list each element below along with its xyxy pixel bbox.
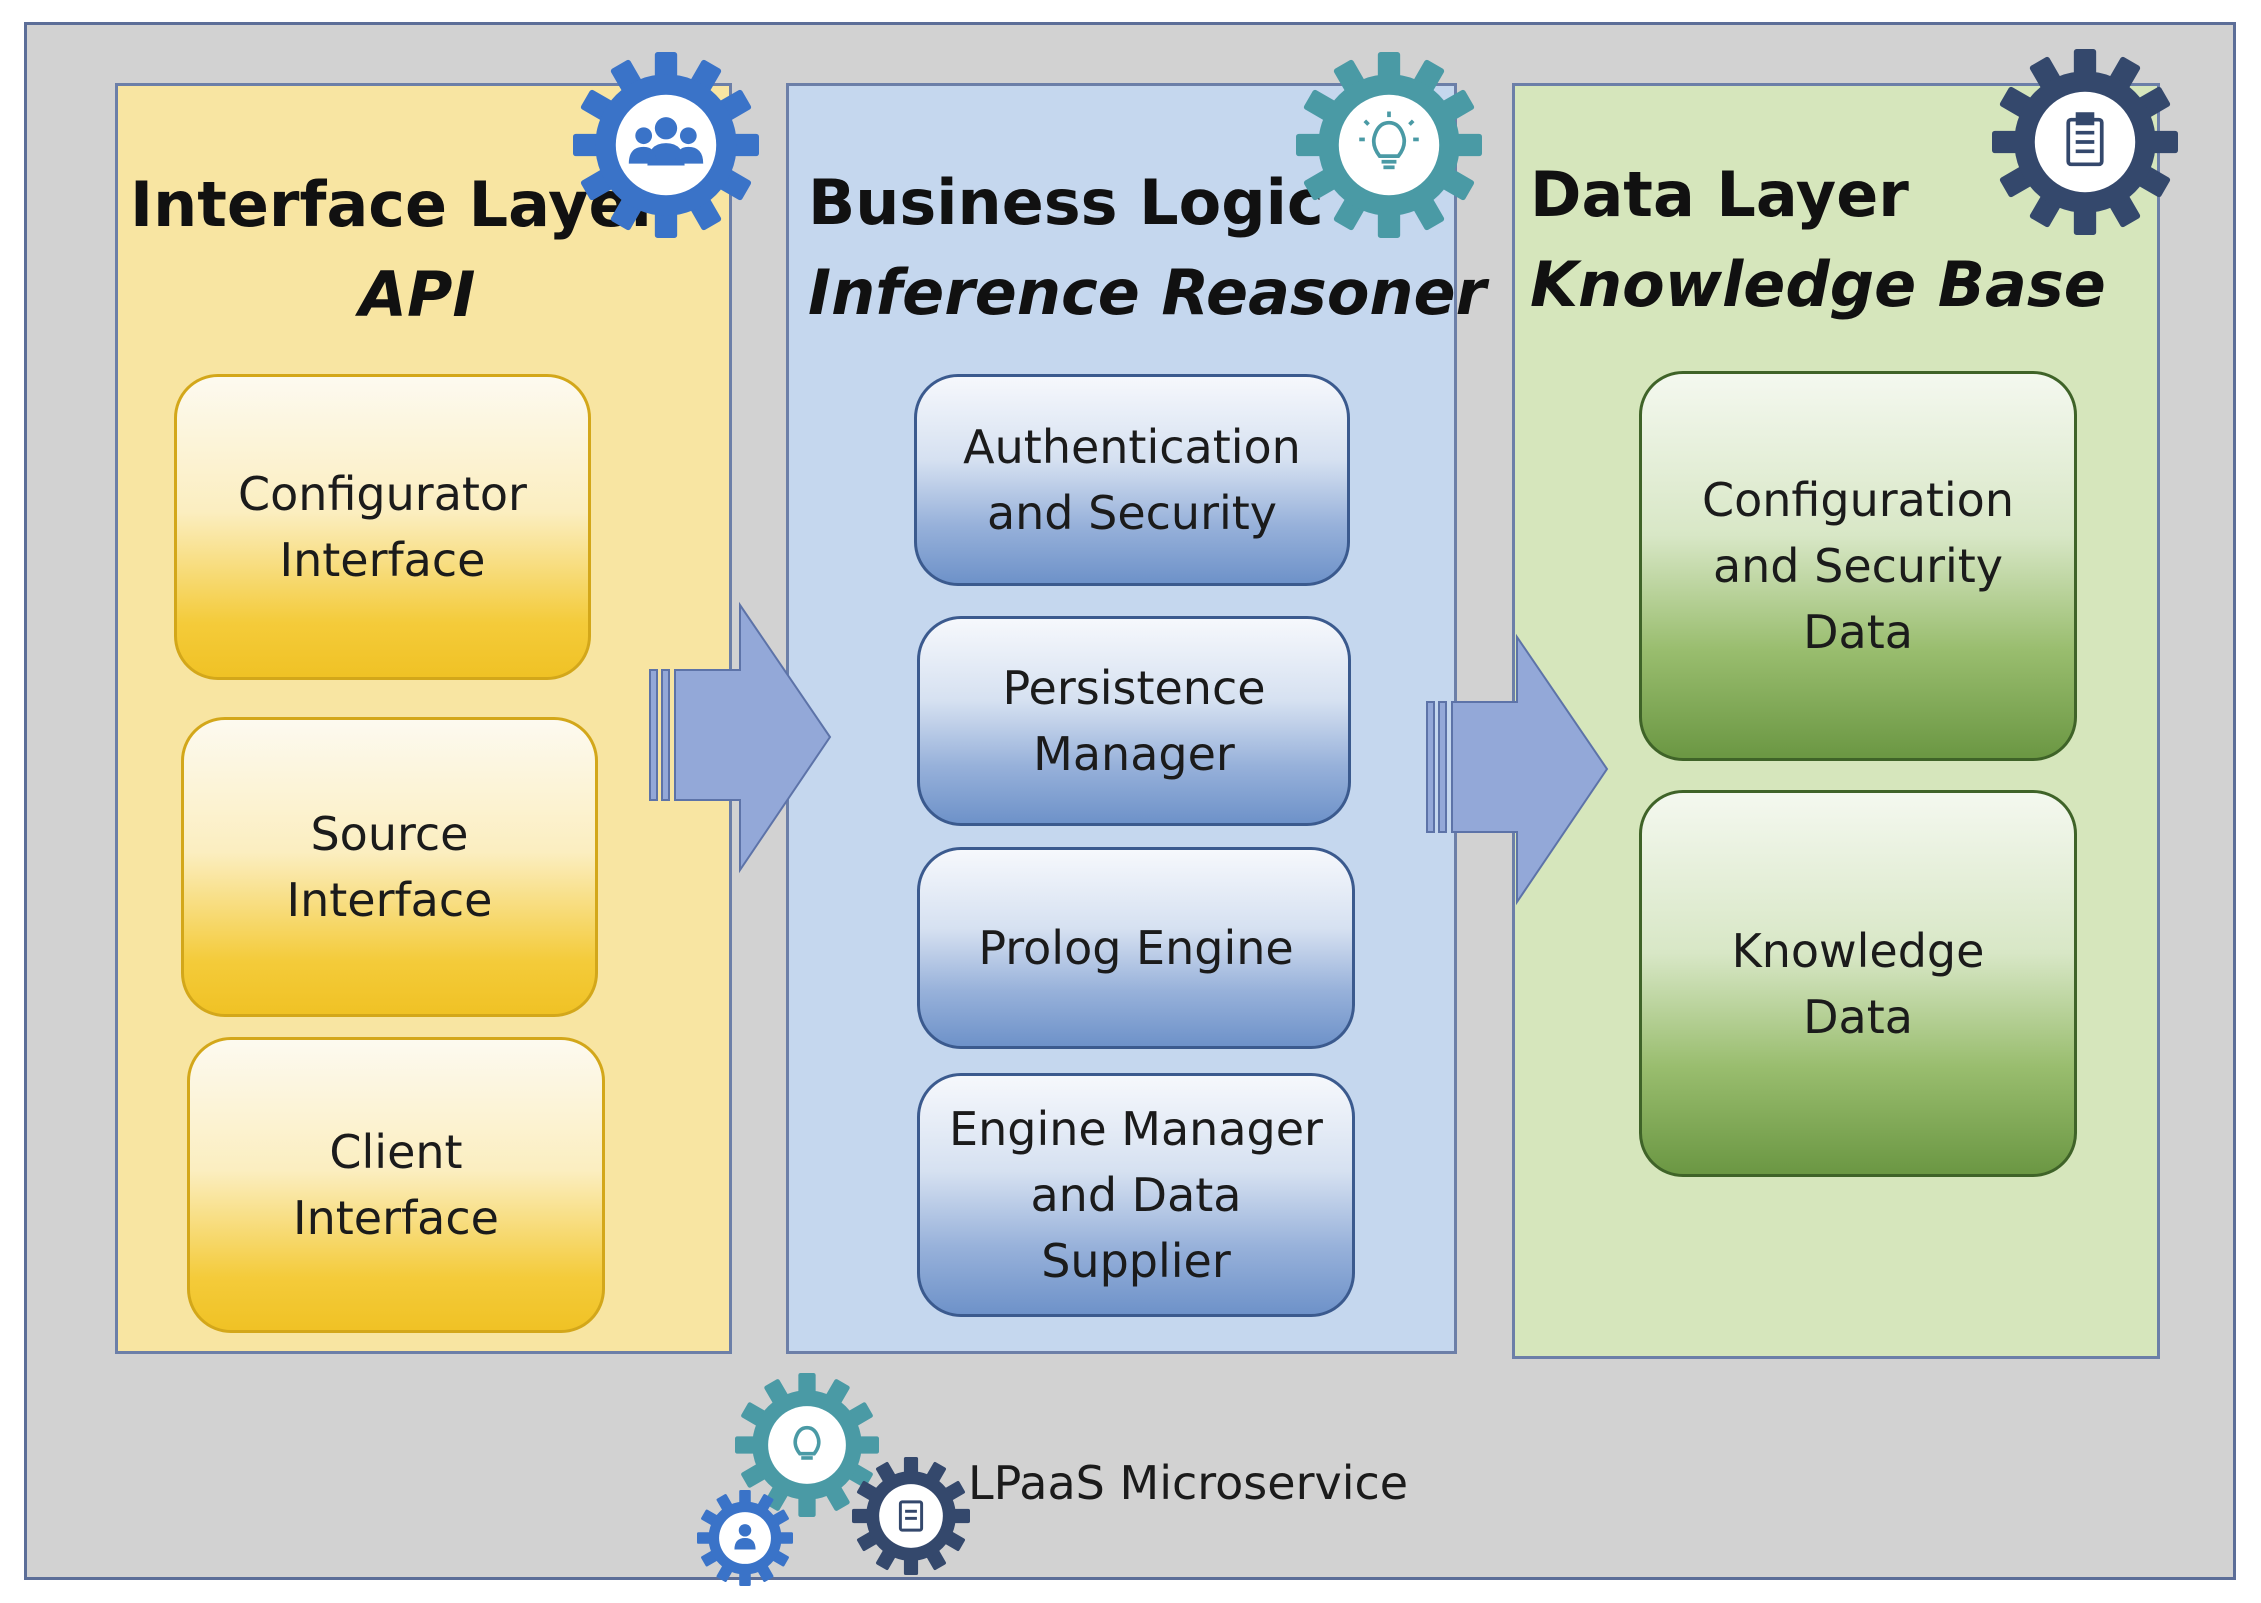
footer-users-gear-icon [697,1490,793,1586]
interface-layer-subtitle: API [359,258,476,331]
business-logic-subtitle: Inference Reasoner [808,256,1487,329]
knowledge-data-box: Knowledge Data [1639,790,2077,1177]
interface-layer-title: Interface Layer [130,168,662,241]
persistence-manager-box: Persistence Manager [917,616,1351,826]
configurator-interface-box: Configurator Interface [174,374,591,680]
footer-clipboard-gear-icon [852,1457,970,1575]
authentication-security-box: Authentication and Security [914,374,1350,586]
data-layer-title: Data Layer [1530,158,1909,231]
footer-lightbulb-gear-icon [735,1373,879,1517]
users-gear-icon [573,52,759,238]
client-interface-box: Client Interface [187,1037,605,1333]
prolog-engine-box: Prolog Engine [917,847,1355,1049]
engine-manager-box: Engine Manager and Data Supplier [917,1073,1355,1317]
configuration-security-data-box: Configuration and Security Data [1639,371,2077,761]
source-interface-box: Source Interface [181,717,598,1017]
business-logic-title: Business Logic [808,166,1324,239]
clipboard-gear-icon [1992,49,2178,235]
lpaas-microservice-label: LPaaS Microservice [968,1456,1409,1510]
data-layer-subtitle: Knowledge Base [1530,248,2106,321]
interface-to-logic-arrow [649,601,832,874]
logic-to-data-arrow [1426,633,1609,906]
lightbulb-gear-icon [1296,52,1482,238]
